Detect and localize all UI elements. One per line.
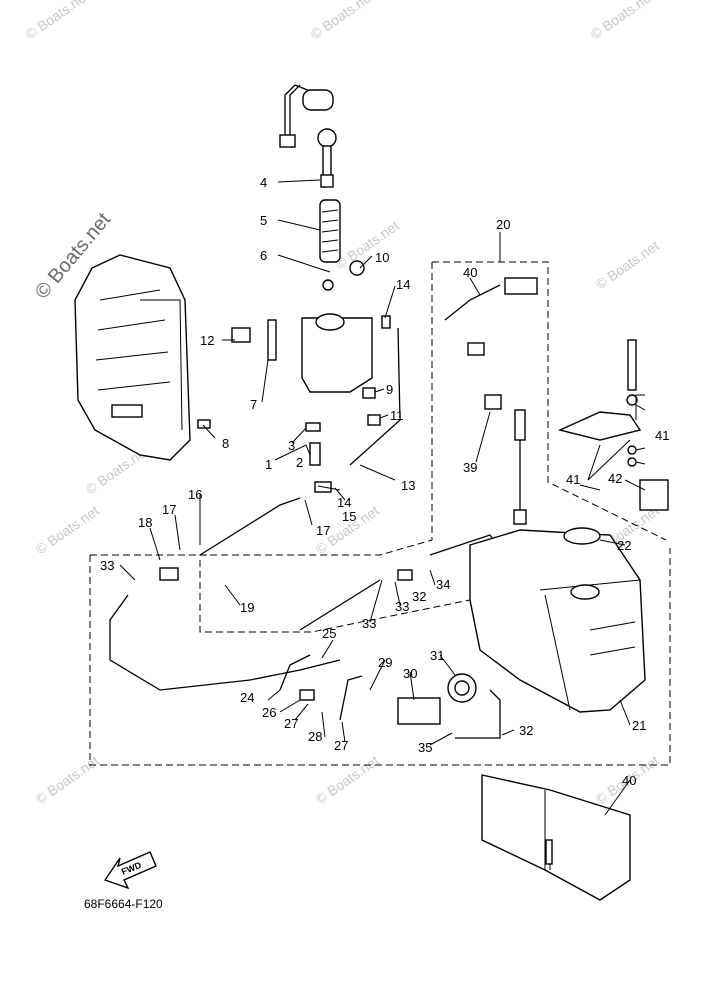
watermark: © Boats.net — [33, 502, 102, 557]
callout-labels: 4 5 6 10 14 12 7 9 11 8 3 1 2 13 14 15 1… — [100, 175, 669, 788]
oil-tank — [469, 527, 646, 713]
callout-label: 22 — [617, 538, 631, 553]
callout-label: 25 — [322, 626, 336, 641]
callout-label: 18 — [138, 515, 152, 530]
wire-harness-4 — [279, 84, 337, 188]
connector-35 — [504, 277, 538, 295]
callout-label: 15 — [342, 509, 356, 524]
callout-label: 17 — [316, 523, 330, 538]
part-9 — [362, 387, 376, 399]
watermark: © Boats.net — [33, 752, 102, 807]
callout-label: 27 — [284, 716, 298, 731]
part-11 — [367, 414, 381, 426]
level-sensor — [484, 394, 527, 525]
label-plate-42 — [639, 479, 669, 511]
hose-30 — [455, 689, 501, 739]
wire-35 — [444, 284, 501, 321]
fitting-18 — [159, 567, 179, 581]
hose-main — [109, 594, 341, 691]
callout-label: 39 — [463, 460, 477, 475]
strap-37 — [557, 339, 642, 467]
watermark: © Boats.net — [588, 0, 657, 42]
hose-16 — [199, 497, 301, 556]
watermark: © Boats.net — [308, 0, 377, 42]
diagram-code: 68F6664-F120 — [84, 897, 163, 911]
callout-label: 20 — [496, 217, 510, 232]
callout-label: 41 — [566, 472, 580, 487]
callout-label: 29 — [378, 655, 392, 670]
callout-label: 5 — [260, 213, 267, 228]
callout-label: 40 — [622, 773, 636, 788]
hose-26 — [339, 675, 363, 721]
callout-label: 41 — [655, 428, 669, 443]
bracket-12 — [231, 327, 251, 343]
callout-label: 19 — [240, 600, 254, 615]
fwd-arrow-icon: FWD — [103, 851, 157, 890]
grommet-8 — [197, 419, 211, 429]
callout-label: 1 — [265, 457, 272, 472]
callout-label: 12 — [200, 333, 214, 348]
hose-23 — [279, 654, 311, 691]
callout-label: 28 — [308, 729, 322, 744]
watermark: © Boats.net — [333, 217, 402, 272]
callout-label: 31 — [430, 648, 444, 663]
bracket-36 — [481, 774, 631, 901]
watermark: © Boats.net — [23, 0, 92, 42]
callout-label: 33 — [100, 558, 114, 573]
callout-label: 7 — [250, 397, 257, 412]
callout-label: 6 — [260, 248, 267, 263]
callout-label: 13 — [401, 478, 415, 493]
hose-32 — [299, 579, 381, 631]
callout-label: 9 — [386, 382, 393, 397]
callout-label: 26 — [262, 705, 276, 720]
assembly-boundary-main — [89, 548, 671, 766]
watermark: © Boats.net — [313, 752, 382, 807]
callout-label: 33 — [362, 616, 376, 631]
callout-label: 17 — [162, 502, 176, 517]
callout-label: 33 — [395, 599, 409, 614]
engine-cover — [74, 254, 191, 461]
callout-label: 24 — [240, 690, 254, 705]
callout-label: 35 — [418, 740, 432, 755]
part-3 — [305, 422, 321, 432]
callout-label: 32 — [519, 723, 533, 738]
connector-small — [467, 342, 485, 356]
callout-label: 32 — [412, 589, 426, 604]
callout-label: 34 — [436, 577, 450, 592]
sensor-7 — [267, 319, 277, 361]
callout-label: 10 — [375, 250, 389, 265]
watermark: © Boats.net — [593, 237, 662, 292]
callout-label: 21 — [632, 718, 646, 733]
callout-label: 8 — [222, 436, 229, 451]
callout-label: 3 — [288, 438, 295, 453]
callout-label: 4 — [260, 175, 267, 190]
fuel-pump — [397, 673, 477, 725]
callout-label: 40 — [463, 265, 477, 280]
callout-label: 30 — [403, 666, 417, 681]
fitting-25 — [299, 689, 315, 701]
callout-label: 11 — [390, 408, 404, 423]
callout-label: 2 — [296, 455, 303, 470]
callout-label: 14 — [337, 495, 351, 510]
callout-label: 16 — [188, 487, 202, 502]
hose-13 — [349, 327, 401, 466]
leader-lines — [119, 179, 646, 816]
callout-label: 42 — [608, 471, 622, 486]
oil-strainer-assembly — [301, 260, 391, 393]
callout-label: 27 — [334, 738, 348, 753]
part-2 — [309, 442, 321, 466]
callout-label: 14 — [396, 277, 410, 292]
fitting-31 — [397, 569, 413, 581]
